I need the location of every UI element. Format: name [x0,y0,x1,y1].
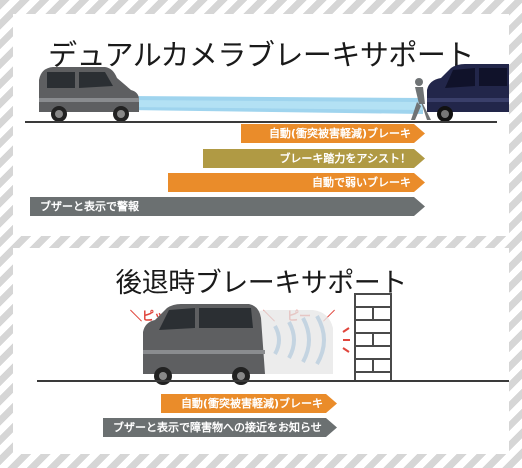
rear-step-warning-arrow: ブザーと表示で障害物への接近をお知らせ [103,418,337,437]
rear-step-auto-brake-arrow: 自動(衝突被害軽減)ブレーキ [161,394,337,413]
silver-minivan-icon [39,67,139,122]
brick-wall-icon [354,293,392,382]
dual-camera-panel: デュアルカメラブレーキサポート 自動 [13,14,509,236]
step-weak-brake-arrow: 自動で弱いブレーキ [168,173,425,192]
road-line [25,121,497,123]
rear-brake-panel: 後退時ブレーキサポート ＼ピッ・・ピッ・・／ ＼ ピー ／ [13,248,509,454]
pedestrian-icon [411,78,431,120]
silver-minivan-icon [143,304,265,385]
navy-minivan-icon [427,64,509,122]
step-brake-assist-arrow: ブレーキ踏力をアシスト！ [203,149,425,168]
road-line [37,380,509,382]
dual-camera-scene [39,64,509,122]
dual-camera-title: デュアルカメラブレーキサポート [48,38,474,72]
step-warning-arrow: ブザーと表示で警報 [30,197,425,216]
rear-brake-scene [143,293,392,385]
step-auto-brake-arrow: 自動(衝突被害軽減)ブレーキ [241,124,425,143]
